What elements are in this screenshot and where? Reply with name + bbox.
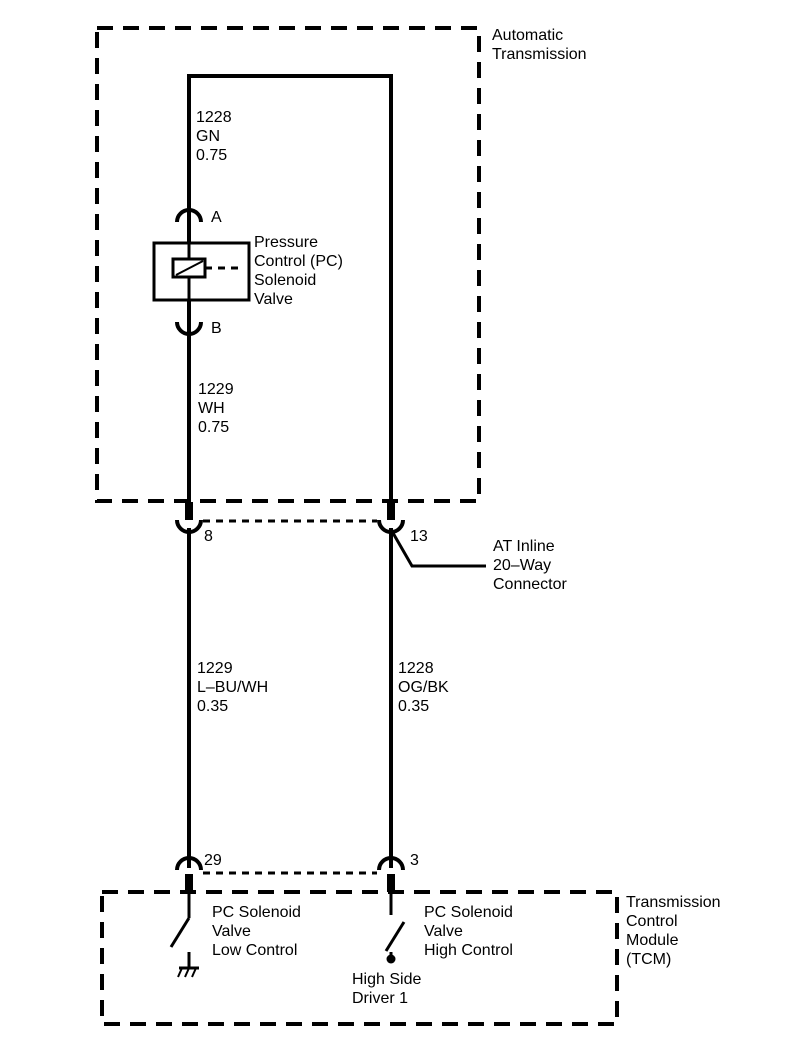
tcm-pin-3-label: 3 [410, 852, 419, 869]
tcm-pin-29-label: 29 [204, 852, 222, 869]
automatic-transmission-label: Automatic Transmission [492, 27, 587, 63]
low-control-label: PC Solenoid Valve Low Control [212, 904, 301, 959]
wire-color: OG/BK [398, 679, 449, 696]
tcm-pin-29-symbol [175, 856, 203, 871]
connector-pin-8-male [185, 502, 193, 520]
tcm-boundary [100, 890, 619, 1026]
connector-pin-13-male [387, 502, 395, 520]
wire-circuit: 1228 [398, 660, 434, 677]
high-control-label: PC Solenoid Valve High Control [424, 904, 513, 959]
driver-node [386, 954, 396, 964]
tcm-pin-3-symbol [377, 856, 405, 871]
wire-1228-gn [187, 74, 393, 520]
ground-icon-hatch-1 [177, 967, 183, 978]
pc-solenoid-label: Pressure Control (PC) Solenoid Valve [254, 234, 343, 308]
connector-pin-13-label: 13 [410, 528, 428, 545]
connector-pin-8-label: 8 [204, 528, 213, 545]
high-side-driver-label: High Side Driver 1 [352, 971, 422, 1007]
tcm-pin-29-male [185, 874, 193, 892]
connector-leader-line [391, 532, 486, 568]
low-control-switch [169, 917, 191, 948]
terminal-a-label: A [211, 209, 222, 226]
high-control-switch [384, 921, 406, 952]
wire-color: L–BU/WH [197, 679, 269, 696]
wire-circuit: 1229 [197, 660, 233, 677]
tcm-label: Transmission Control Module (TCM) [626, 894, 721, 968]
wire-color: WH [198, 400, 225, 417]
terminal-b-label: B [211, 320, 222, 337]
wire-circuit: 1229 [198, 381, 234, 398]
wire-size: 0.75 [196, 147, 228, 164]
wire-size: 0.35 [398, 698, 430, 715]
ground-icon-hatch-3 [191, 967, 197, 978]
wire-color: GN [196, 128, 220, 145]
tcm-pin-3-male [387, 874, 395, 892]
wire-size: 0.75 [198, 419, 230, 436]
wire-circuit: 1228 [196, 109, 232, 126]
automatic-transmission-boundary [95, 26, 481, 503]
pc-solenoid-box [152, 241, 251, 302]
solenoid-coil-diagonal [175, 260, 204, 276]
ground-icon-hatch-2 [184, 967, 190, 978]
connector-label: AT Inline 20–Way Connector [493, 538, 567, 593]
wire-size: 0.35 [197, 698, 229, 715]
